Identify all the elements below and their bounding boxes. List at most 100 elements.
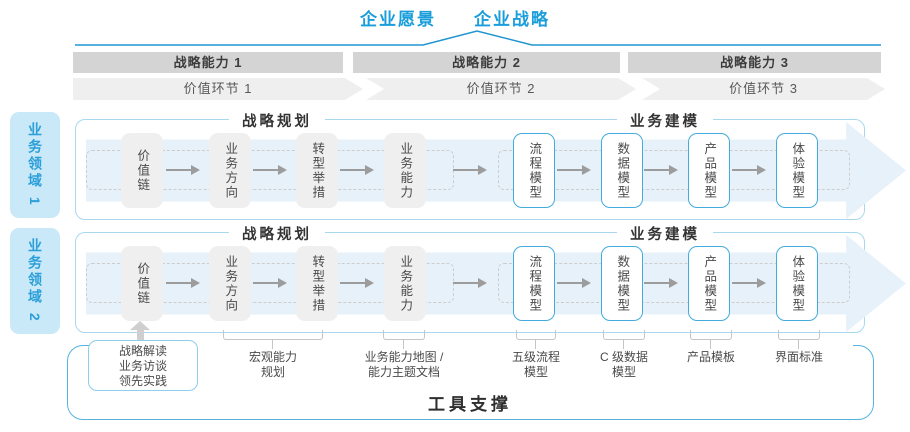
value-link-segment-3: 价值环节 3 (642, 78, 885, 100)
planning-header: 战略规划 (229, 110, 325, 131)
flow-box-label: 体验模型 (790, 141, 805, 200)
right-arrow-icon (732, 165, 766, 175)
flow-box-product-model: 产品模型 (688, 133, 730, 208)
tool-support-title: 工具支撑 (428, 395, 512, 414)
flow-box-label: 业务能力 (398, 141, 413, 200)
flow-box-value-chain: 价值链 (121, 133, 163, 208)
flow-box-process-model: 流程模型 (513, 246, 555, 321)
flow-box-label: 流程模型 (527, 254, 542, 313)
flow-box-label: 数据模型 (615, 141, 630, 200)
bracket-stem (623, 340, 624, 349)
flow-box-label: 体验模型 (790, 254, 805, 313)
flow-box-label: 产品模型 (702, 141, 717, 200)
container-top-mask (95, 341, 853, 350)
tool-note-capability-map: 业务能力地图 / 能力主题文档 (365, 350, 444, 380)
note-line: 产品模板 (686, 350, 736, 364)
flow-box-data-model: 数据模型 (601, 133, 643, 208)
right-arrow-icon (557, 165, 591, 175)
flow-box-transformation-initiatives: 转型举措 (296, 246, 338, 321)
note-line: 模型 (523, 365, 549, 379)
strategy-input-line: 领先实践 (118, 374, 167, 388)
value-link-segment-2: 价值环节 2 (366, 78, 636, 100)
strategy-input-line: 业务访谈 (118, 359, 167, 373)
group-bracket (516, 330, 556, 340)
right-arrow-icon (253, 165, 287, 175)
top-titles: 企业愿景 企业战略 (0, 5, 910, 30)
tool-note-ui-standard: 界面标准 (775, 350, 823, 365)
flow-box-business-direction: 业务方向 (209, 133, 251, 208)
right-arrow-icon (644, 278, 678, 288)
domain-label-2-text: 业务领域 2 (27, 238, 43, 324)
tool-note-product-template: 产品模板 (687, 350, 735, 365)
right-arrow-icon (166, 165, 200, 175)
right-arrow-icon (453, 165, 487, 175)
tool-note-macro-capability: 宏观能力 规划 (249, 350, 297, 380)
right-arrow-icon (557, 278, 591, 288)
capability-bar-3: 战略能力 3 (628, 52, 881, 73)
domain-2-flow-panel: 战略规划 业务建模 价值链 业务方向 转型举措 业务能力 流程模型 数据模型 产… (75, 223, 906, 333)
flow-box-process-model: 流程模型 (513, 133, 555, 208)
strategy-input-box: 战略解读 业务访谈 领先实践 (88, 340, 198, 391)
strategy-input-line: 战略解读 (118, 344, 167, 358)
up-arrow-icon (130, 321, 150, 330)
flow-box-transformation-initiatives: 转型举措 (296, 133, 338, 208)
note-line: 业务能力地图 / (364, 350, 444, 364)
domain-label-1: 业务领域 1 (10, 112, 60, 218)
capability-bar-2: 战略能力 2 (353, 52, 620, 73)
right-arrow-icon (253, 278, 287, 288)
flow-box-label: 价值链 (135, 261, 150, 306)
domain-1-flow-panel: 战略规划 业务建模 价值链 业务方向 转型举措 业务能力 流程模型 数据模型 产… (75, 110, 906, 220)
flow-box-experience-model: 体验模型 (776, 133, 818, 208)
bracket-stem (272, 340, 273, 349)
value-link-segment-1: 价值环节 1 (73, 78, 363, 100)
modeling-dashed-group (498, 150, 850, 190)
strategy-title: 企业战略 (474, 10, 550, 29)
group-bracket (690, 330, 732, 340)
flow-box-value-chain: 价值链 (121, 246, 163, 321)
modeling-header: 业务建模 (617, 110, 713, 131)
flow-box-label: 转型举措 (310, 254, 325, 313)
group-bracket (603, 330, 645, 340)
flow-box-label: 业务方向 (223, 254, 238, 313)
group-bracket (778, 330, 820, 340)
note-line: 能力主题文档 (367, 365, 441, 379)
note-line: 宏观能力 (248, 350, 298, 364)
tool-note-process-model: 五级流程 模型 (512, 350, 560, 380)
note-line: 界面标准 (774, 350, 824, 364)
flow-box-experience-model: 体验模型 (776, 246, 818, 321)
right-arrow-icon (453, 278, 487, 288)
right-arrow-icon (340, 165, 374, 175)
flow-box-label: 数据模型 (615, 254, 630, 313)
modeling-header: 业务建模 (617, 223, 713, 244)
bracket-stem (403, 340, 404, 349)
up-arrow-shaft (137, 330, 144, 341)
domain-label-2: 业务领域 2 (10, 228, 60, 334)
flow-box-label: 转型举措 (310, 141, 325, 200)
planning-header: 战略规划 (229, 223, 325, 244)
flow-box-business-capability: 业务能力 (384, 133, 426, 208)
right-arrow-icon (644, 165, 678, 175)
group-bracket (383, 330, 425, 340)
flow-box-label: 流程模型 (527, 141, 542, 200)
right-arrow-icon (732, 278, 766, 288)
flow-box-data-model: 数据模型 (601, 246, 643, 321)
note-line: 五级流程 (511, 350, 561, 364)
note-line: 规划 (260, 365, 286, 379)
domain-label-1-text: 业务领域 1 (27, 122, 43, 208)
note-line: 模型 (611, 365, 637, 379)
flow-box-label: 产品模型 (702, 254, 717, 313)
flow-box-business-direction: 业务方向 (209, 246, 251, 321)
flow-box-label: 业务能力 (398, 254, 413, 313)
bracket-stem (535, 340, 536, 349)
group-bracket (223, 330, 323, 340)
right-arrow-icon (166, 278, 200, 288)
bracket-stem (798, 340, 799, 349)
capability-bar-1: 战略能力 1 (73, 52, 343, 73)
tool-note-data-model: C 级数据 模型 (600, 350, 648, 380)
flow-box-label: 业务方向 (223, 141, 238, 200)
right-arrow-icon (340, 278, 374, 288)
flow-box-business-capability: 业务能力 (384, 246, 426, 321)
vision-title: 企业愿景 (360, 10, 436, 29)
flow-box-label: 价值链 (135, 148, 150, 193)
